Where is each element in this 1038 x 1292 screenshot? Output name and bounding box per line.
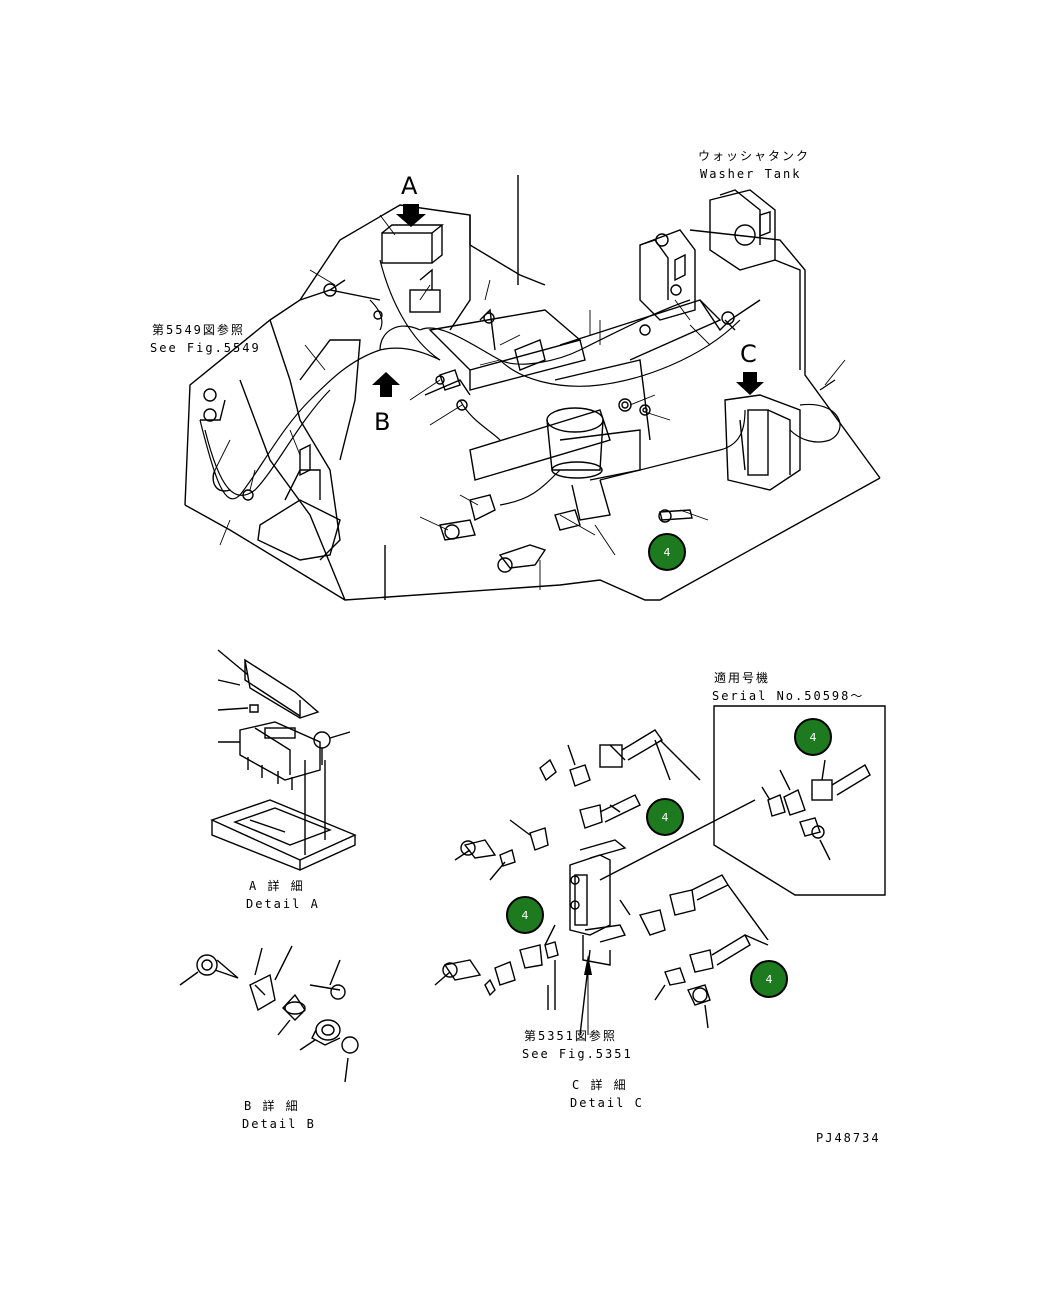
see-fig-5351-jp: 第5351図参照 — [524, 1029, 617, 1043]
relay-a — [381, 224, 444, 313]
detail-c-drawing — [434, 729, 769, 1036]
detail-a-label-jp: A 詳 細 — [249, 879, 305, 893]
detail-b-drawing — [179, 945, 359, 1083]
washer-tank-1 — [639, 229, 696, 321]
arrow-c-letter: C — [740, 340, 757, 368]
wire-harness — [199, 259, 841, 506]
detail-b-label-jp: B 詳 細 — [244, 1099, 300, 1113]
callout-4-main[interactable]: 4 — [648, 533, 686, 571]
arrow-b-letter: B — [374, 408, 391, 436]
serial-label-en: Serial No.50598〜 — [712, 689, 865, 703]
see-fig-5351-en: See Fig.5351 — [522, 1047, 633, 1061]
serial-detail-box — [599, 705, 886, 896]
leader-lines-main — [214, 214, 846, 590]
callout-4-detail-c-lower[interactable]: 4 — [750, 960, 788, 998]
arrow-a — [396, 204, 426, 227]
drawing-number: PJ48734 — [816, 1131, 881, 1145]
washer-tank-2 — [709, 189, 776, 271]
main-frame-outline — [184, 175, 881, 601]
see-fig-5549-jp: 第5549図参照 — [152, 323, 245, 337]
central-plate — [424, 308, 586, 396]
detail-a-drawing — [210, 649, 357, 871]
detail-b-label-en: Detail B — [242, 1117, 316, 1131]
see-fig-5549-en: See Fig.5549 — [150, 341, 261, 355]
left-column — [257, 319, 361, 561]
clips-and-bolts — [200, 279, 693, 573]
callout-4-serial-box[interactable]: 4 — [794, 718, 832, 756]
washer-tank-label-jp: ウォッシャタンク — [698, 149, 811, 163]
arrow-b — [372, 372, 400, 397]
serial-label-jp: 適用号機 — [714, 671, 771, 685]
detail-a-label-en: Detail A — [246, 897, 320, 911]
detail-c-label-en: Detail C — [570, 1096, 644, 1110]
arrow-c — [736, 372, 764, 395]
callout-4-detail-c-upper[interactable]: 4 — [646, 798, 684, 836]
arrow-c-detail — [584, 955, 592, 975]
washer-motor — [546, 407, 641, 521]
bracket-c-main — [724, 394, 801, 491]
arrow-a-letter: A — [401, 172, 418, 200]
callout-4-detail-c-left[interactable]: 4 — [506, 896, 544, 934]
washer-tank-label-en: Washer Tank — [700, 167, 802, 181]
beam — [469, 299, 722, 481]
right-frame — [689, 229, 881, 479]
detail-c-label-jp: C 詳 細 — [572, 1078, 628, 1092]
